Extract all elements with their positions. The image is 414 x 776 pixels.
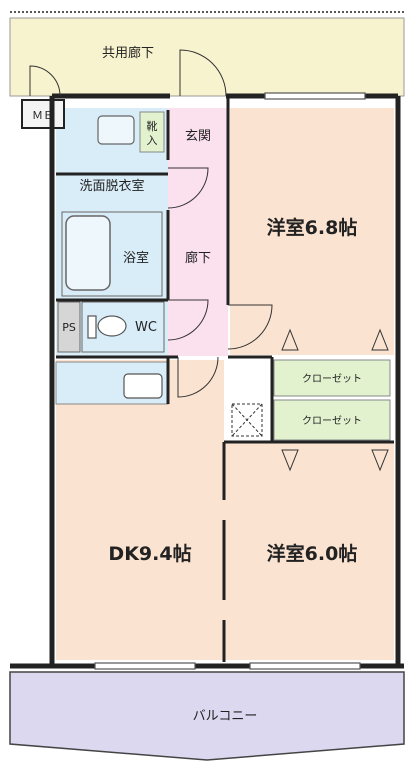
closet-2-label: クローゼット xyxy=(302,415,362,427)
balcony-label: バルコニー xyxy=(193,709,258,724)
door-swings xyxy=(29,49,389,472)
closet-1-label: クローゼット xyxy=(302,373,362,385)
corridor-label: 共用廊下 xyxy=(102,45,154,61)
storage-hatch xyxy=(231,403,263,437)
meter-box-area xyxy=(21,99,65,129)
western-room-2-area xyxy=(224,442,394,660)
hallway-label: 廊下 xyxy=(185,250,211,266)
toilet-bowl xyxy=(97,315,127,337)
western-room-1-label: 洋室6.8帖 xyxy=(267,216,358,239)
meter-box-label: ＭＢ xyxy=(32,109,54,122)
entrance-label: 玄関 xyxy=(185,129,211,144)
windows xyxy=(94,92,366,670)
western-room-1-area xyxy=(230,108,394,355)
bathroom-label: 浴室 xyxy=(123,250,149,266)
toilet-label: WC xyxy=(135,320,157,335)
dining-kitchen-label: DK9.4帖 xyxy=(108,542,191,565)
bathtub xyxy=(65,215,111,291)
washbasin xyxy=(97,115,135,145)
closet-1-area xyxy=(273,359,391,397)
closet-2-area xyxy=(273,399,391,441)
pipe-space-area xyxy=(57,301,81,353)
dining-kitchen-area xyxy=(56,360,224,660)
kitchen-sink xyxy=(123,373,163,399)
hallway-area xyxy=(168,108,228,356)
washroom-label: 洗面脱衣室 xyxy=(79,178,144,194)
toilet-tank xyxy=(87,315,97,339)
shoe-storage-label: 靴入 xyxy=(147,119,158,147)
balcony-area xyxy=(9,671,405,761)
interior-walls xyxy=(56,96,394,662)
shoe-storage-area xyxy=(139,111,165,153)
western-room-2-label: 洋室6.0帖 xyxy=(267,542,358,565)
corridor-area xyxy=(9,17,405,97)
pipe-space-label: PS xyxy=(62,321,76,334)
storage-hatch-diagonal-2 xyxy=(231,403,263,437)
